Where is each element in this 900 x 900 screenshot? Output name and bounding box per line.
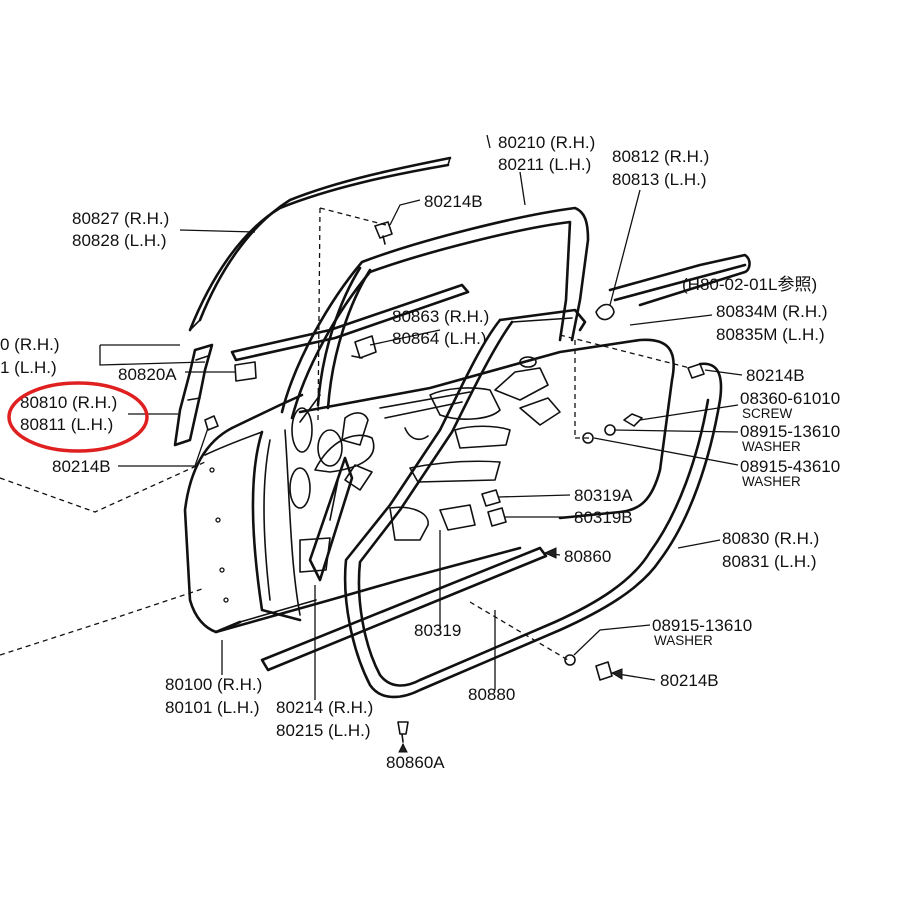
window-regulator <box>299 456 354 582</box>
label-80834m: 80834M (R.H.) <box>716 302 827 321</box>
label-80812: 80812 (R.H.) <box>612 147 709 166</box>
label-80319a: 80319A <box>574 486 633 505</box>
hinge-80863 <box>351 335 377 359</box>
belt-molding-80834m <box>608 253 751 307</box>
divider-80810 <box>173 343 214 447</box>
washer-08915-13610 <box>604 424 616 436</box>
assembly-lines <box>317 207 691 661</box>
label-80835m: 80835M (L.H.) <box>716 325 825 344</box>
belt-80860 <box>260 546 548 672</box>
clip-80820a <box>234 361 257 382</box>
label-80863: 80863 (R.H.) <box>392 307 489 326</box>
label-80214b-bottom: 80214B <box>660 671 719 690</box>
label-washer-b: WASHER <box>742 474 801 489</box>
clip-80860a <box>397 721 409 743</box>
label-80831: 80831 (L.H.) <box>722 552 817 571</box>
label-80828: 80828 (L.H.) <box>72 231 167 250</box>
label-80319b: 80319B <box>574 508 633 527</box>
label-08915-43610: 08915-43610 <box>740 457 840 476</box>
label-80211: 80211 (L.H.) <box>498 155 591 174</box>
label-ref-note: (H80-02-01L参照) <box>682 275 817 294</box>
label-80214b-top: 80214B <box>424 192 483 211</box>
label-80100: 80100 (R.H.) <box>165 675 262 694</box>
fastener-80214b-top <box>374 221 393 245</box>
highlight-circle <box>7 381 149 453</box>
label-80214b-left: 80214B <box>52 457 111 476</box>
body-outline-lower <box>0 587 206 656</box>
label-80860a: 80860A <box>386 753 445 772</box>
label-washer-a: WASHER <box>742 439 801 454</box>
door-frame <box>280 206 590 423</box>
label-08915-13610: 08915-13610 <box>740 422 840 441</box>
label-80830: 80830 (R.H.) <box>722 529 819 548</box>
label-cut-rh: 0 (R.H.) <box>0 335 60 354</box>
label-80820a: 80820A <box>118 365 177 384</box>
door-outer-panel <box>183 393 522 634</box>
label-80864: 80864 (L.H.) <box>392 329 487 348</box>
label-80214b-right: 80214B <box>746 366 805 385</box>
screw-08360 <box>623 413 643 427</box>
fastener-80214b-left <box>204 415 219 431</box>
label-80215: 80215 (L.H.) <box>276 721 371 740</box>
label-screw: SCREW <box>742 406 793 421</box>
fastener-80319a <box>481 489 501 507</box>
arrow-heads <box>398 547 623 753</box>
label-80214: 80214 (R.H.) <box>276 698 373 717</box>
fastener-80812 <box>595 303 615 321</box>
weatherstrip-80827 <box>188 156 452 332</box>
label-80880: 80880 <box>468 685 515 704</box>
label-washer-c: WASHER <box>654 633 713 648</box>
label-08915-13610-lower: 08915-13610 <box>652 616 752 635</box>
label-80811: 80811 (L.H.) <box>20 415 113 434</box>
label-80860: 80860 <box>564 547 611 566</box>
washer-08915-43610 <box>582 432 594 444</box>
label-cut-lh: 1 (L.H.) <box>0 358 57 377</box>
washer-08915-13610-lower <box>564 654 576 666</box>
label-80210: 80210 (R.H.) <box>498 133 595 152</box>
leader-lines <box>99 134 743 748</box>
fastener-80214b-right <box>687 363 705 379</box>
label-80319: 80319 <box>414 621 461 640</box>
label-80810: 80810 (R.H.) <box>20 393 117 412</box>
fastener-80214b-bottom <box>595 661 613 681</box>
label-80101: 80101 (L.H.) <box>165 698 260 717</box>
body-outline-upper <box>0 461 206 513</box>
label-80813: 80813 (L.H.) <box>612 170 707 189</box>
fastener-80319b <box>487 507 507 527</box>
label-80827: 80827 (R.H.) <box>72 209 169 228</box>
door-inner-panel <box>251 338 675 622</box>
label-08360: 08360-61010 <box>740 389 840 408</box>
belt-molding-80863 <box>230 283 470 362</box>
